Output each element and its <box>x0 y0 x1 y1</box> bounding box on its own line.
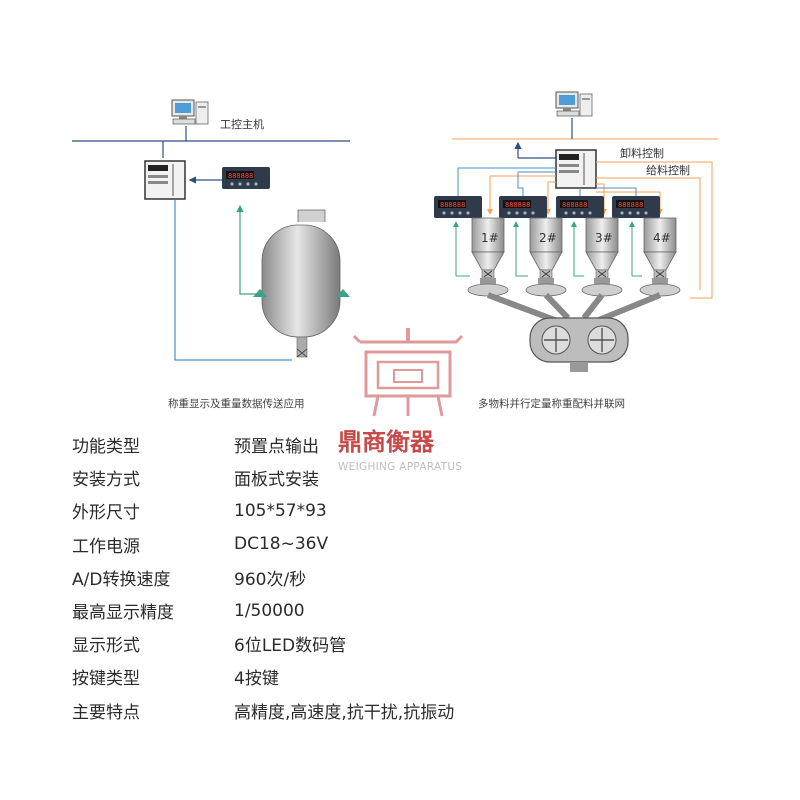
spec-row: 按键类型 4按键 <box>72 660 772 693</box>
system-diagram: 888888 工控主机 <box>72 91 718 410</box>
spec-value: 105*57*93 <box>234 500 327 521</box>
weighing-indicator-icon <box>222 167 270 189</box>
spec-row: 显示形式 6位LED数码管 <box>72 627 772 660</box>
feed-label: 给料控制 <box>646 163 690 177</box>
hopper-3-label: 3# <box>595 231 613 245</box>
spec-value: 预置点输出 <box>234 437 319 458</box>
spec-key: A/D转换速度 <box>72 569 171 590</box>
hopper-1-label: 1# <box>481 231 499 245</box>
left-diagram: 工控主机 称重显示及重量数据传送应用 <box>72 99 350 410</box>
spec-row: 工作电源 DC18~36V <box>72 528 772 561</box>
controller-unit-icon <box>144 160 186 200</box>
spec-value: 4按键 <box>234 669 279 690</box>
spec-key: 主要特点 <box>72 702 140 723</box>
controller-unit-icon-right <box>555 149 597 189</box>
hopper-4 <box>639 217 681 297</box>
spec-value: DC18~36V <box>234 534 329 555</box>
indicator-4-icon <box>612 196 660 218</box>
spec-key: 功能类型 <box>72 437 140 458</box>
spec-value: 面板式安装 <box>234 470 319 491</box>
spec-value: 1/50000 <box>234 600 305 621</box>
spec-key: 最高显示精度 <box>72 603 174 624</box>
load-cell-left-icon <box>253 289 267 297</box>
spec-value: 高精度,高速度,抗干扰,抗振动 <box>234 702 455 723</box>
host-label: 工控主机 <box>220 117 264 131</box>
spec-key: 按键类型 <box>72 669 140 690</box>
load-cell-right-icon <box>336 289 350 297</box>
right-caption: 多物料并行定量称重配料并联网 <box>478 397 625 410</box>
brand-name-en: WEIGHING APPARATUS <box>338 461 462 473</box>
hopper-2-label: 2# <box>539 231 557 245</box>
storage-tank <box>261 224 341 338</box>
spec-row: A/D转换速度 960次/秒 <box>72 561 772 594</box>
hopper-3 <box>581 217 623 297</box>
indicator-1-icon <box>434 196 482 218</box>
spec-key: 工作电源 <box>72 536 140 557</box>
hopper-2 <box>525 217 567 297</box>
left-caption: 称重显示及重量数据传送应用 <box>168 397 305 410</box>
host-computer-icon <box>171 99 209 125</box>
spec-row: 主要特点 高精度,高速度,抗干扰,抗振动 <box>72 694 772 727</box>
brand-logo-icon <box>352 328 464 417</box>
spec-value: 960次/秒 <box>234 569 307 590</box>
indicator-3-icon <box>556 196 604 218</box>
indicator-2-icon <box>499 196 547 218</box>
brand-name-cn: 鼎商衡器 <box>338 427 435 456</box>
spec-row: 安装方式 面板式安装 <box>72 461 772 494</box>
right-diagram: 卸料控制 给料控制 1# 2# 3# 4# <box>434 91 718 410</box>
hopper-4-label: 4# <box>653 231 671 245</box>
spec-row: 功能类型 预置点输出 <box>72 428 772 461</box>
spec-value: 6位LED数码管 <box>234 636 347 657</box>
spec-table: 功能类型 预置点输出 安装方式 面板式安装 外形尺寸 105*57*93 工作电源 DC… <box>72 428 772 727</box>
brand-watermark: 鼎商衡器 WEIGHING APPARATUS <box>338 328 464 473</box>
spec-row: 外形尺寸 105*57*93 <box>72 494 772 527</box>
hopper-1 <box>467 217 509 297</box>
spec-row: 最高显示精度 1/50000 <box>72 594 772 627</box>
spec-key: 显示形式 <box>72 636 140 657</box>
spec-key: 安装方式 <box>72 470 140 491</box>
discharge-label: 卸料控制 <box>620 146 664 160</box>
host-computer-icon-right <box>555 91 593 117</box>
spec-key: 外形尺寸 <box>72 503 140 524</box>
